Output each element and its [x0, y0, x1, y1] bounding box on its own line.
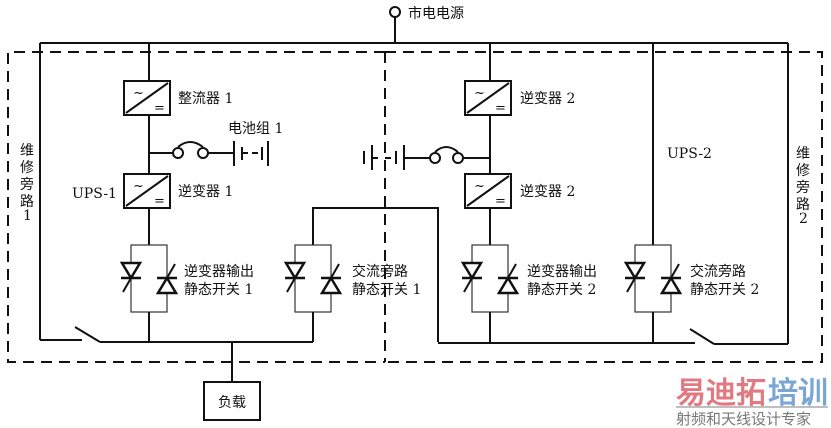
inverter-switch-2-label-line1: 逆变器输出: [527, 264, 597, 280]
mains-label: 市电电源: [408, 5, 464, 22]
rectifier-1: ~ =: [123, 80, 171, 116]
watermark: 易迪拓 培训 射频和天线设计专家: [676, 376, 828, 428]
ups1-label: UPS-1: [72, 186, 117, 202]
ups2-label: UPS-2: [667, 146, 712, 162]
bypass-1-wire: [312, 207, 439, 342]
fuse-1: [172, 141, 209, 159]
bypass-switch-1-label-line2: 静态开关 1: [352, 282, 421, 298]
svg-text:路: 路: [796, 197, 810, 213]
svg-text:1: 1: [23, 208, 32, 224]
converter-2-top: ~ =: [464, 80, 512, 116]
mains-source: [389, 6, 401, 43]
svg-text:修: 修: [20, 160, 34, 176]
inverter-switch-2-label-line2: 静态开关 2: [527, 282, 596, 298]
svg-text:=: =: [154, 194, 165, 209]
maintenance-switch-1: [74, 326, 101, 343]
battery-1: [233, 141, 269, 166]
bypass-static-switch-2: [623, 244, 683, 313]
svg-text:~: ~: [474, 86, 485, 101]
ups2-enclosure: [385, 51, 823, 363]
rectifier-1-label: 整流器 1: [178, 91, 233, 107]
maintenance-bypass-1-label: 维 修 旁 路 1: [20, 143, 34, 224]
inverter-2: ~ =: [464, 173, 512, 209]
svg-text:2: 2: [799, 211, 808, 227]
bypass-static-switch-1: [283, 244, 343, 313]
svg-text:=: =: [495, 194, 506, 209]
svg-text:维: 维: [20, 143, 34, 159]
battery-1-label: 电池组 1: [228, 121, 283, 137]
inverter-static-switch-1: [119, 244, 179, 313]
watermark-tagline: 射频和天线设计专家: [676, 410, 811, 428]
watermark-brand-red: 易迪拓: [676, 376, 766, 411]
svg-text:修: 修: [796, 163, 810, 179]
inverter-switch-1-label-line2: 静态开关 1: [184, 282, 253, 298]
svg-text:路: 路: [20, 194, 34, 210]
inverter-2-label: 逆变器 2: [520, 184, 575, 200]
load-box: [203, 381, 261, 421]
bypass-switch-1-label-line1: 交流旁路: [352, 263, 408, 280]
svg-text:旁: 旁: [20, 176, 34, 193]
svg-text:旁: 旁: [796, 179, 810, 196]
inverter-static-switch-2: [460, 244, 520, 313]
inverter-1-label: 逆变器 1: [178, 184, 233, 200]
bypass-switch-2-label-line2: 静态开关 2: [690, 282, 759, 298]
inverter-switch-1-label-line1: 逆变器输出: [184, 264, 254, 280]
load-label: 负载: [218, 395, 246, 411]
maintenance-switch-2: [689, 328, 715, 345]
maintenance-bypass-2-label: 维 修 旁 路 2: [796, 146, 810, 227]
svg-text:=: =: [495, 101, 506, 116]
svg-text:=: =: [154, 101, 165, 116]
svg-text:~: ~: [474, 179, 485, 194]
converter-2-top-label: 逆变器 2: [520, 91, 575, 107]
svg-text:~: ~: [133, 179, 144, 194]
svg-text:~: ~: [133, 86, 144, 101]
watermark-brand-blue: 培训: [768, 376, 828, 411]
battery-2: [363, 145, 405, 170]
ups1-enclosure: [7, 51, 385, 363]
bypass-switch-2-label-line1: 交流旁路: [690, 263, 746, 280]
svg-text:维: 维: [796, 146, 810, 162]
inverter-1: ~ =: [123, 173, 171, 209]
fuse-2: [429, 146, 464, 164]
